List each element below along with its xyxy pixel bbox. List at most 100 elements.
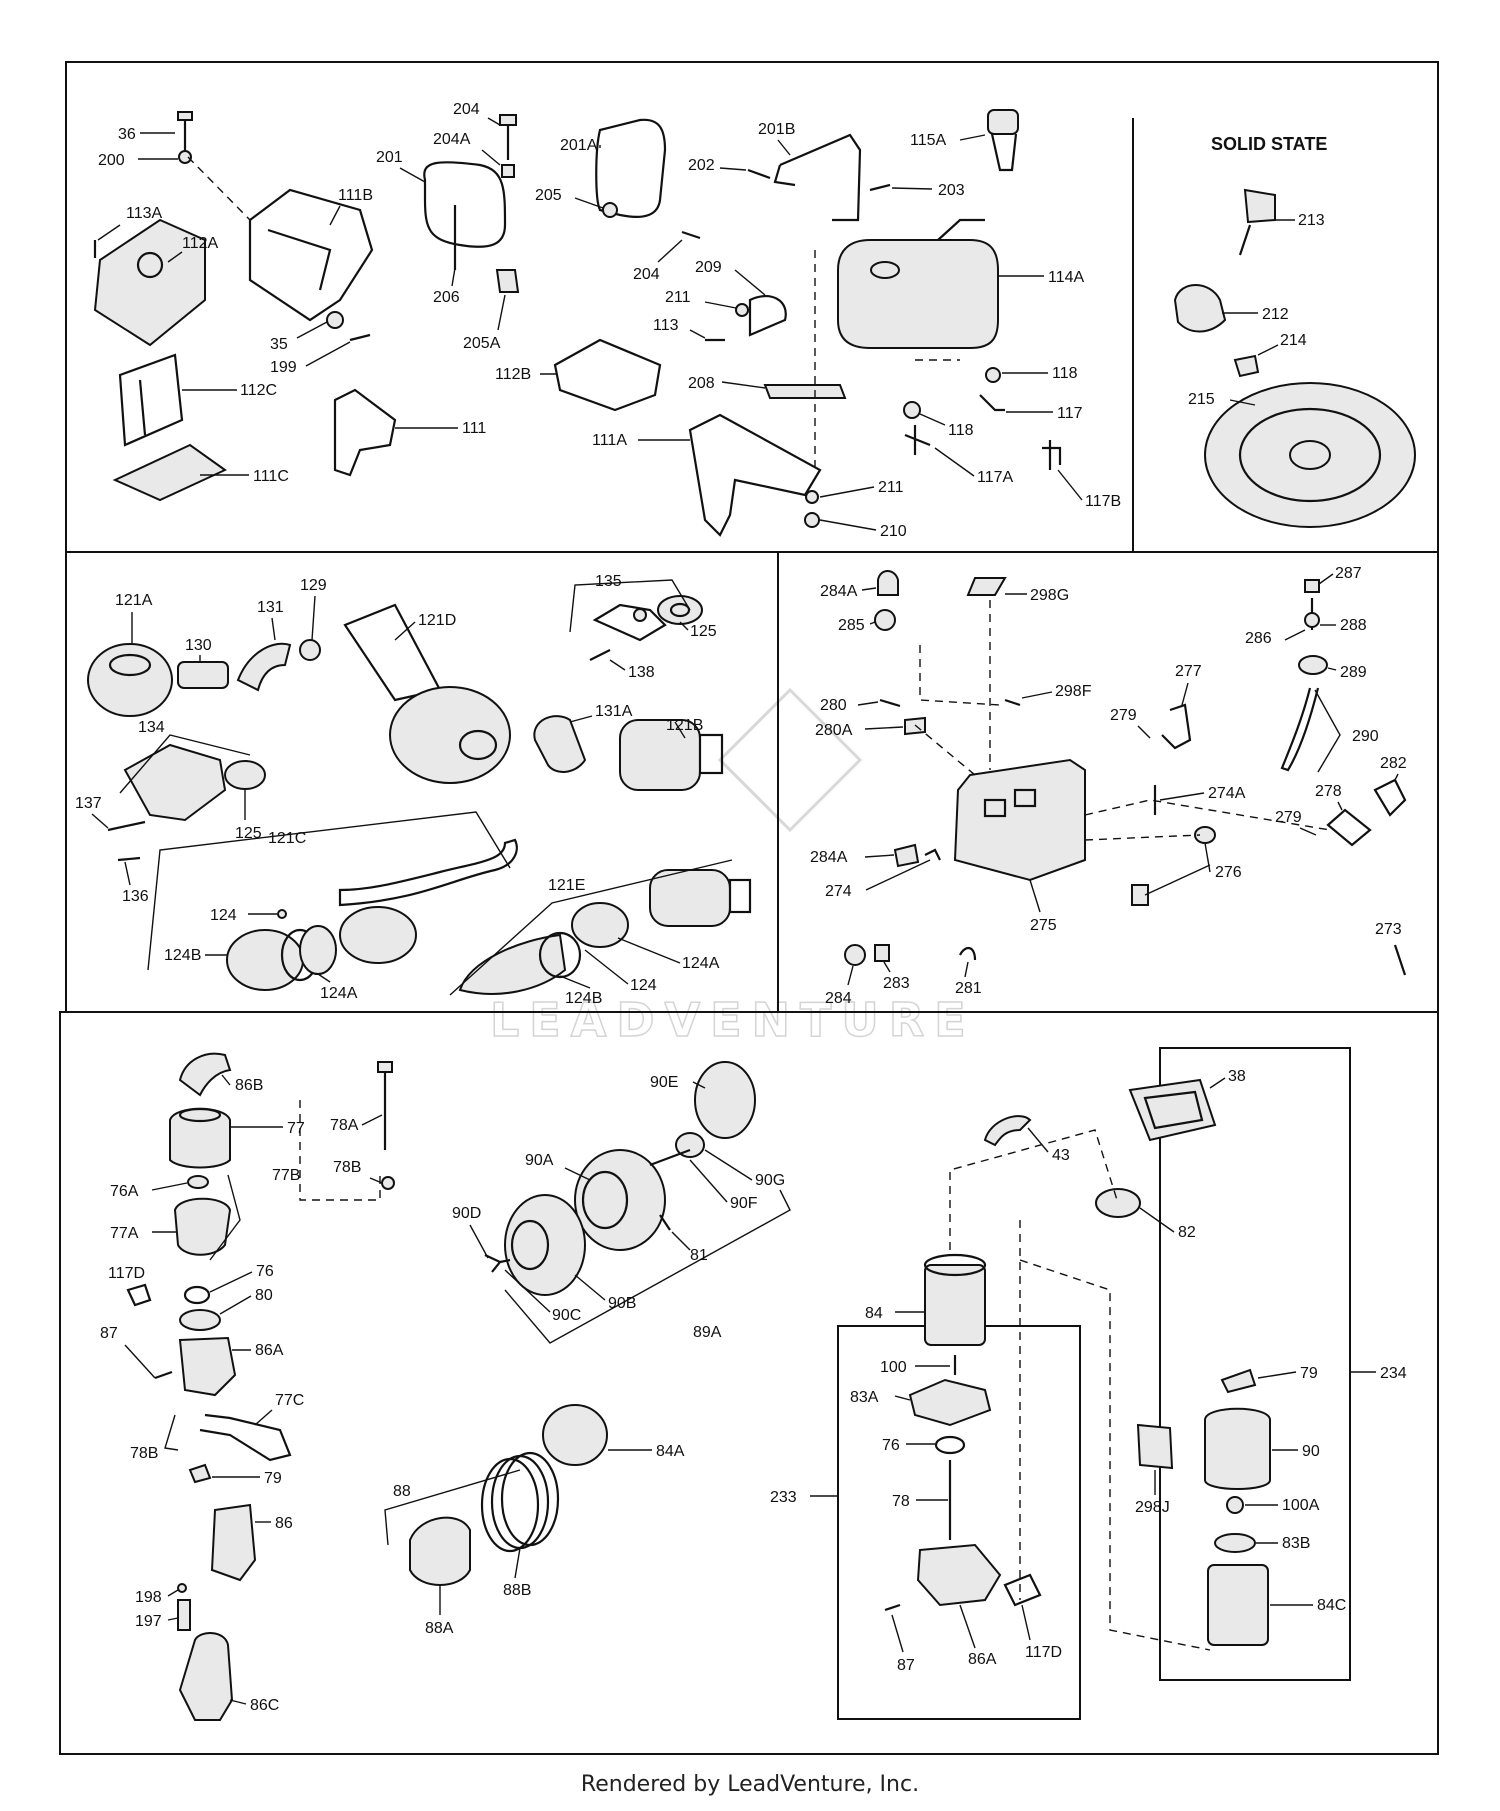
callout-124-b: 124 — [630, 977, 657, 994]
callout-212: 212 — [1262, 306, 1289, 323]
oring-76 — [183, 1285, 211, 1305]
nut-100A — [1226, 1496, 1244, 1514]
bolt-36 — [177, 111, 193, 164]
base-86 — [210, 1503, 257, 1582]
callout-113: 113 — [653, 317, 679, 334]
callout-113A: 113A — [126, 205, 163, 222]
bolt-78A — [377, 1061, 393, 1150]
bottom-panel-parts — [126, 1052, 1271, 1721]
callout-287: 287 — [1335, 565, 1362, 582]
callout-labels: 36 200 204 204A 201 201A 201B 202 203 11… — [75, 101, 1407, 1714]
screw-280 — [879, 698, 901, 708]
callout-90G: 90G — [755, 1172, 785, 1189]
gasket-82 — [1095, 1188, 1141, 1218]
top-panel-parts — [93, 109, 1416, 537]
washer-76b — [934, 1435, 966, 1455]
bracket-89A — [504, 1189, 791, 1344]
callout-112C: 112C — [240, 382, 277, 399]
dash-r5 — [1084, 834, 1201, 841]
callout-82: 82 — [1178, 1224, 1196, 1241]
box-234 — [1159, 1047, 1351, 1681]
nut-78B — [381, 1176, 395, 1190]
callout-76A: 76A — [110, 1183, 139, 1200]
knob-284A-b — [893, 843, 920, 868]
callout-88: 88 — [393, 1483, 411, 1500]
dash-b1 — [949, 1129, 1119, 1250]
callout-134: 134 — [138, 719, 165, 736]
pipe-121C — [338, 838, 518, 907]
callout-100A: 100A — [1282, 1497, 1320, 1514]
pipe-130 — [177, 661, 229, 689]
strap-201 — [423, 161, 507, 270]
bracket-77B — [209, 1174, 241, 1261]
pad-280A — [904, 716, 926, 736]
housing-275 — [953, 758, 1086, 882]
callout-76: 76 — [256, 1263, 274, 1280]
callout-84A: 84A — [656, 1443, 685, 1460]
callout-275: 275 — [1030, 917, 1057, 934]
callout-121C: 121C — [268, 830, 306, 847]
callout-205A: 205A — [463, 335, 501, 352]
callout-90C: 90C — [552, 1307, 581, 1324]
callout-199: 199 — [270, 359, 297, 376]
callout-111B: 111B — [338, 187, 373, 204]
filter-84A — [542, 1404, 608, 1466]
callout-284A-b: 284A — [810, 849, 848, 866]
lead-286 — [1284, 629, 1306, 641]
callout-121E: 121E — [548, 877, 585, 894]
bracket-111A — [688, 413, 822, 537]
gasket-125-b — [224, 760, 266, 790]
pin-124 — [277, 909, 287, 919]
cap-284 — [844, 944, 866, 966]
callout-117B: 117B — [1085, 493, 1121, 510]
filter-84C — [1207, 1564, 1269, 1646]
callout-290: 290 — [1352, 728, 1379, 745]
callout-131: 131 — [257, 599, 284, 616]
callout-89A: 89A — [693, 1324, 722, 1341]
elbow-134 — [123, 743, 227, 822]
callout-90D: 90D — [452, 1205, 481, 1222]
bracket-121E — [449, 859, 733, 996]
callout-137: 137 — [75, 795, 102, 812]
bracket-112B — [553, 338, 662, 412]
spring-283 — [874, 944, 890, 962]
callout-204A: 204A — [433, 131, 471, 148]
cap-115A — [987, 109, 1019, 172]
callout-79: 79 — [264, 1470, 282, 1487]
callout-76b: 76 — [882, 1437, 900, 1454]
screw-288 — [1304, 598, 1320, 630]
lead-276b — [1144, 864, 1211, 896]
muffler-121D — [343, 603, 511, 784]
callout-111A: 111A — [592, 432, 627, 449]
callout-86B: 86B — [235, 1077, 263, 1094]
callout-201: 201 — [376, 149, 403, 166]
plate-83A — [908, 1378, 992, 1427]
callout-204b: 204 — [633, 266, 660, 283]
cover-88A — [409, 1516, 471, 1586]
callout-88B: 88B — [503, 1582, 531, 1599]
bracket-88 — [384, 1469, 521, 1546]
dash-b2 — [1019, 1259, 1211, 1651]
callout-198: 198 — [135, 1589, 162, 1606]
callout-86A-b: 86A — [968, 1651, 997, 1668]
deflector-124B — [458, 931, 582, 995]
callout-136: 136 — [122, 888, 149, 905]
nut-205 — [602, 202, 618, 218]
callout-125: 125 — [690, 623, 717, 640]
nut-129 — [299, 639, 321, 661]
nut-287 — [1304, 579, 1320, 593]
callout-117: 117 — [1057, 405, 1083, 422]
screw-87b — [884, 1603, 901, 1612]
element-90A — [574, 1149, 666, 1251]
label-298J — [1136, 1423, 1174, 1470]
callout-79b: 79 — [1300, 1365, 1318, 1382]
flange-135 — [592, 603, 667, 642]
callout-124: 124 — [210, 907, 237, 924]
callout-289: 289 — [1340, 664, 1367, 681]
callout-87b: 87 — [897, 1657, 915, 1674]
fitting-117D-b — [1003, 1573, 1042, 1607]
bracket-201B — [773, 133, 862, 222]
footer-credit: Rendered by LeadVenture, Inc. — [580, 1772, 920, 1797]
callout-210: 210 — [880, 523, 907, 540]
callout-90A: 90A — [525, 1152, 554, 1169]
